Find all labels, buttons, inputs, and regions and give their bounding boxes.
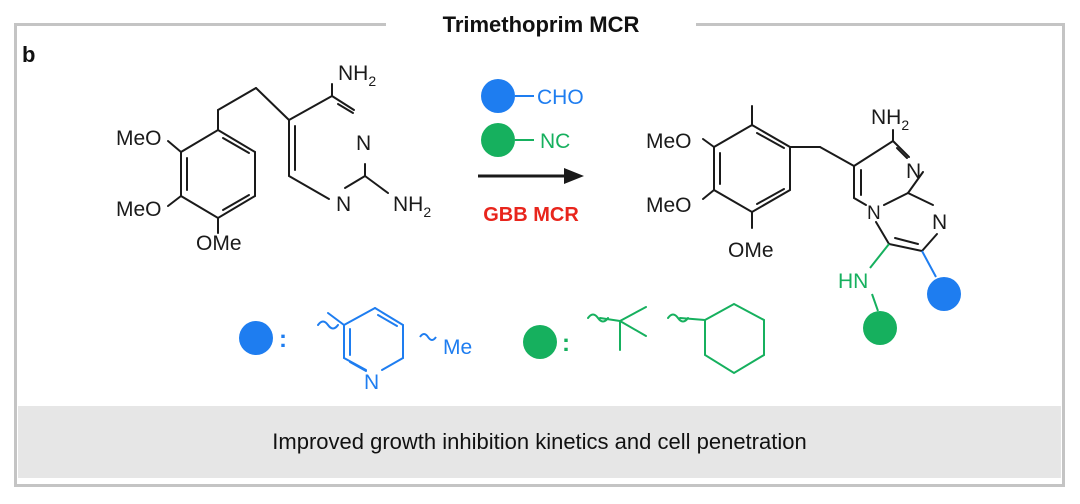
wavy-bond-cyclohexyl-icon — [667, 313, 689, 323]
wavy-bond-pyridyl-icon — [317, 320, 339, 330]
legend-blue-dot-icon — [239, 321, 273, 355]
cyclohexyl-structure — [667, 302, 765, 375]
reactant-ring-n-2: N — [336, 193, 351, 216]
reactant-methoxy-1: MeO — [116, 127, 162, 150]
aldehyde-bond — [921, 250, 937, 278]
product-hn-label: HN — [838, 270, 868, 293]
aldehyde-label: CHO — [537, 86, 584, 109]
legend-blue: : N Me — [239, 307, 472, 394]
reactant-amine-top: NH2 — [338, 62, 376, 89]
isocyanide-label: NC — [540, 130, 570, 153]
legend-green-colon: : — [562, 330, 570, 357]
reactant-ring-n-1: N — [356, 132, 371, 155]
reactant-methoxy-2: MeO — [116, 198, 162, 221]
isocyanide-bond — [871, 293, 879, 312]
aldehyde-reagent: CHO — [481, 79, 584, 113]
amine-bond — [869, 243, 890, 269]
reaction-name: GBB MCR — [483, 204, 579, 226]
product-blue-substituent-icon — [927, 277, 961, 311]
reactant-amine-right: NH2 — [393, 193, 431, 220]
product-structure — [702, 105, 938, 252]
wavy-bond-tbutyl-icon — [587, 313, 609, 323]
wavy-bond-methyl-icon — [419, 333, 437, 341]
product-ring-n-1: N — [906, 160, 921, 183]
green-substituent-icon — [481, 123, 515, 157]
product-methoxy-1: MeO — [646, 130, 692, 153]
conclusion-banner: Improved growth inhibition kinetics and … — [18, 406, 1061, 478]
reactant-pyrimidine — [255, 83, 389, 200]
legend-green-dot-icon — [523, 325, 557, 359]
product-methoxy-3: OMe — [728, 239, 774, 262]
pyridyl-structure — [317, 307, 404, 372]
legend-green: : — [523, 302, 765, 375]
product-ring-n-2: N — [932, 211, 947, 234]
pyridine-n: N — [364, 371, 379, 394]
blue-substituent-icon — [481, 79, 515, 113]
product-methoxy-2: MeO — [646, 194, 692, 217]
panel-label: b — [22, 42, 36, 67]
product-amine: NH2 — [871, 106, 909, 133]
methyl-label: Me — [443, 336, 472, 359]
legend-blue-colon: : — [279, 326, 287, 353]
reactant-structure — [167, 87, 257, 234]
figure-title: Trimethoprim MCR — [386, 10, 696, 40]
isocyanide-reagent: NC — [481, 123, 570, 157]
product-green-substituent-icon — [863, 311, 897, 345]
tert-butyl-structure — [587, 306, 647, 351]
product-bridgehead-n: N — [867, 203, 881, 224]
reaction-arrow-head-icon — [564, 168, 584, 184]
reactant-methoxy-3: OMe — [196, 232, 242, 255]
